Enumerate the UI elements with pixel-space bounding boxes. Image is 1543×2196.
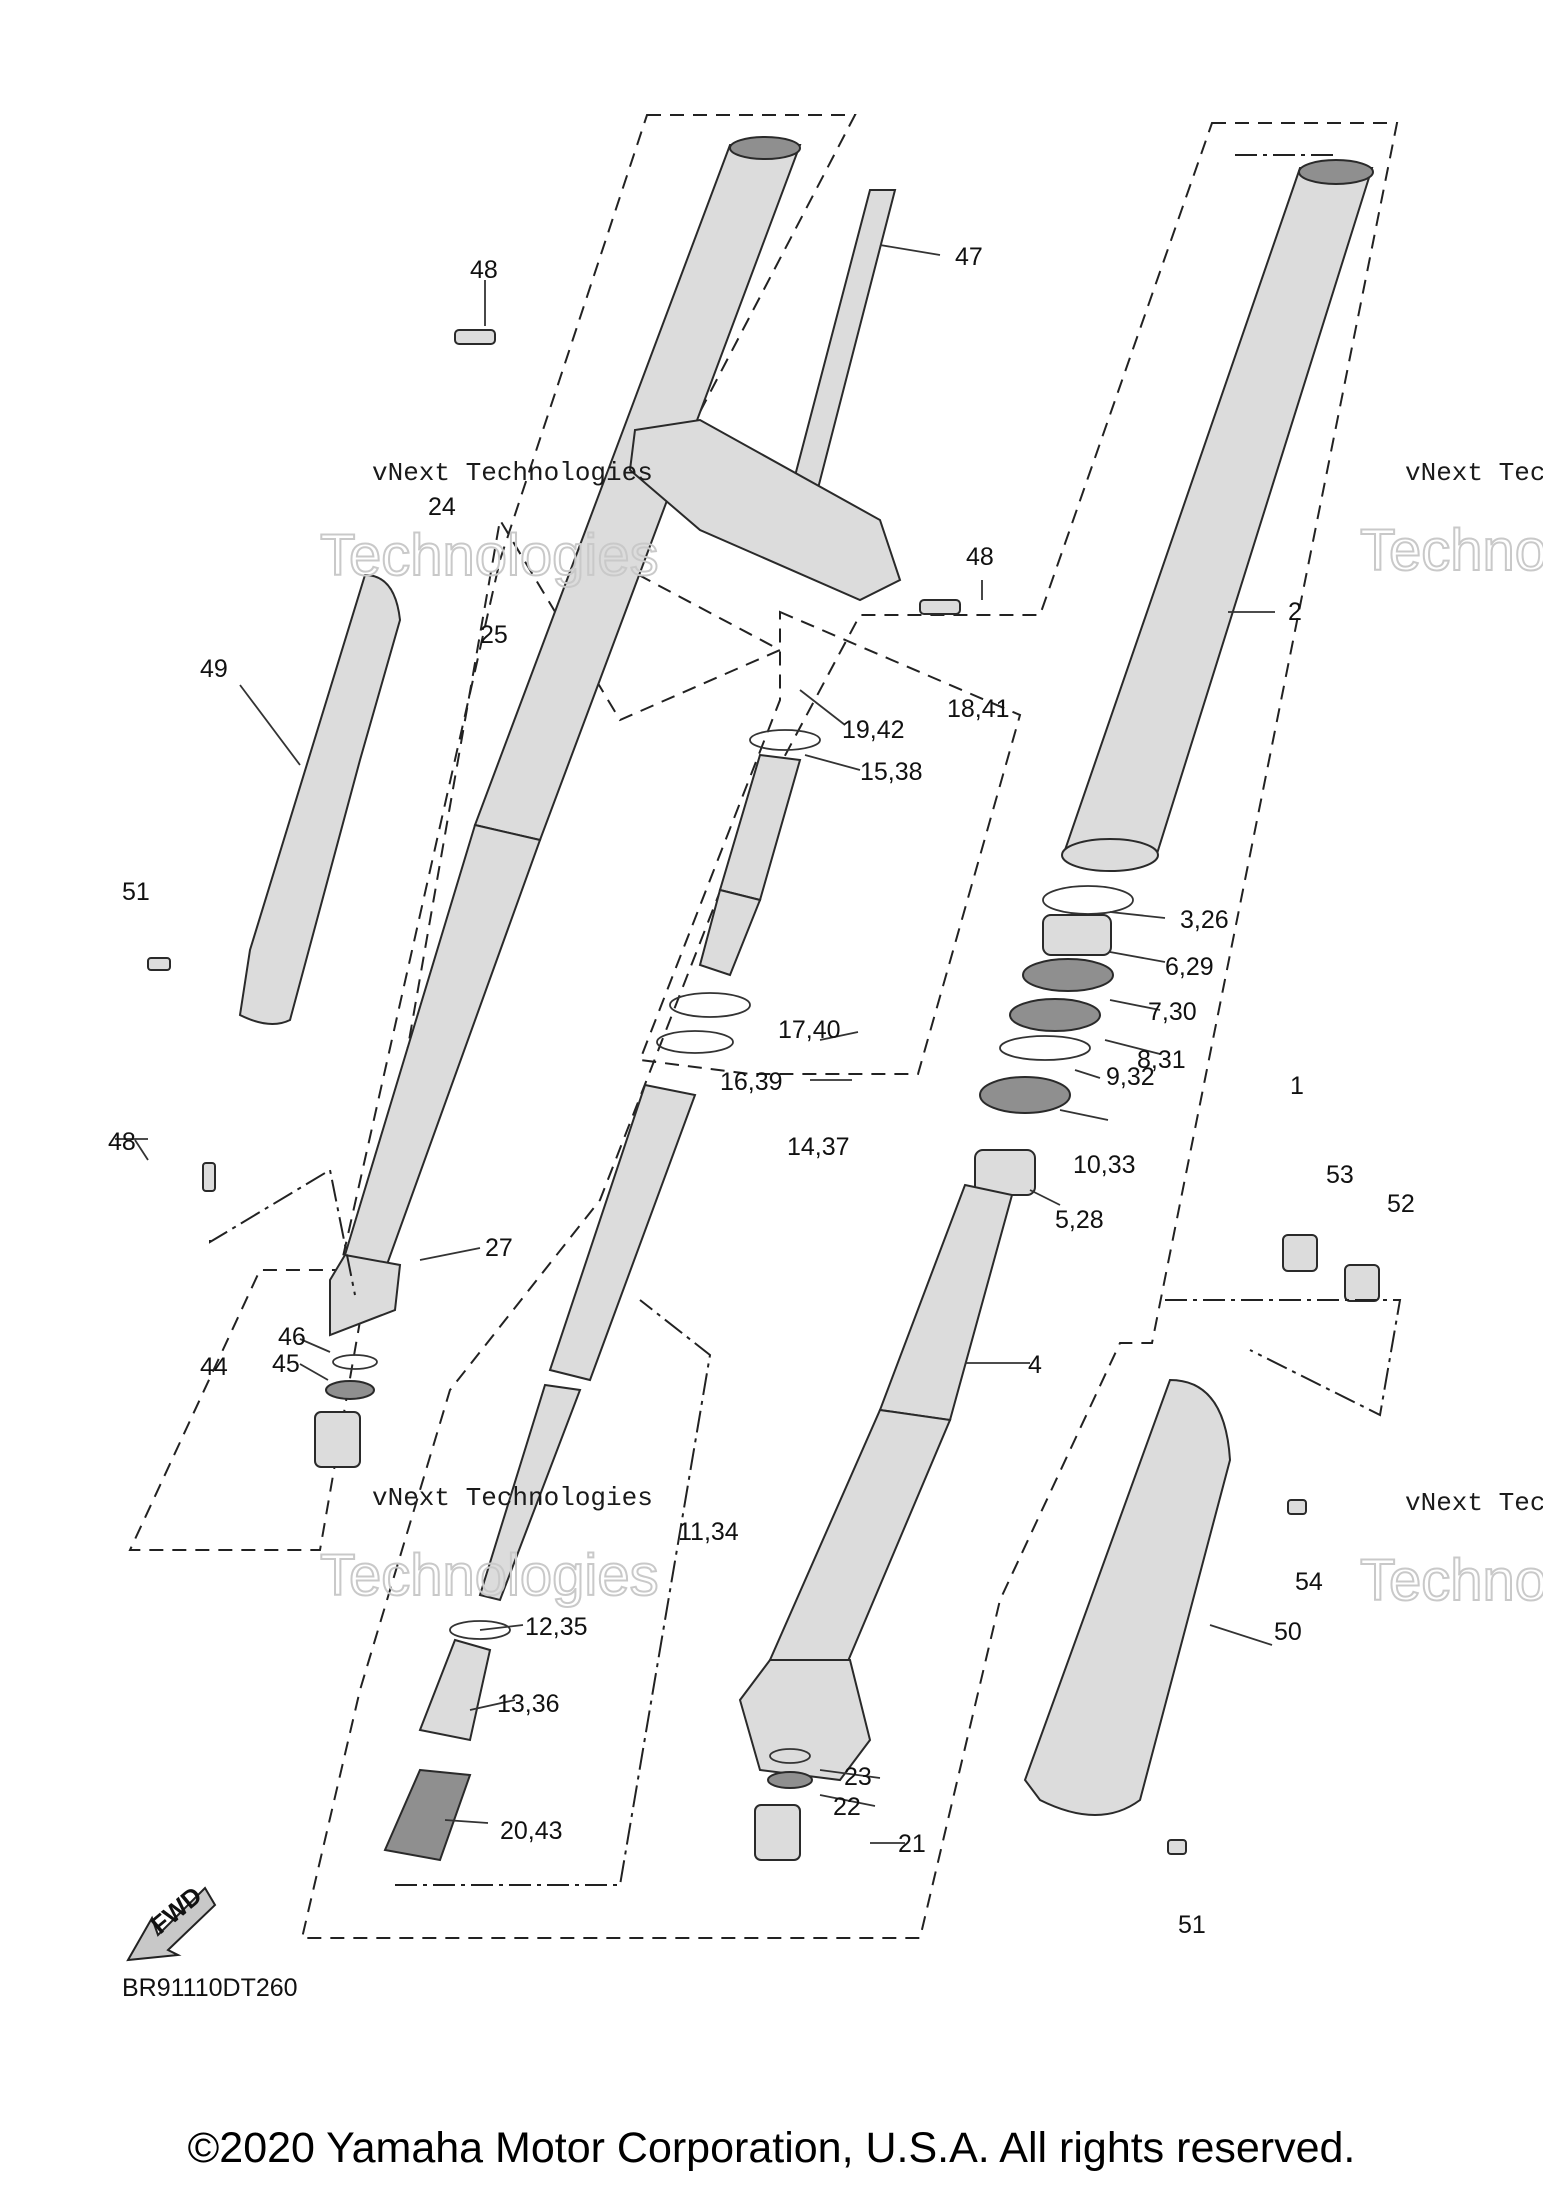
callout-3-26: 3,26 <box>1180 906 1229 934</box>
callout-7-30: 7,30 <box>1148 998 1197 1026</box>
watermark-4b: Technologies <box>1360 1548 1543 1613</box>
callout-53: 53 <box>1326 1161 1354 1189</box>
callout-17-40: 17,40 <box>778 1016 841 1044</box>
bolts <box>147 329 1307 1855</box>
assembly-outline-right <box>300 122 1399 1939</box>
callout-11-34: 11,34 <box>678 1518 739 1546</box>
callout-4: 4 <box>1028 1351 1042 1379</box>
callout-10-33: 10,33 <box>1073 1151 1136 1179</box>
watermark-1b: Technologies <box>320 523 659 588</box>
watermark-1: vNext Technologies <box>372 458 653 488</box>
callout-47: 47 <box>955 243 983 271</box>
callout-18-41: 18,41 <box>947 695 1010 723</box>
callout-5-28: 5,28 <box>1055 1206 1104 1234</box>
cartridge-assembly <box>383 729 821 1862</box>
callout-8-31: 8,31 <box>1137 1046 1186 1074</box>
watermark-3b: Technologies <box>320 1543 659 1608</box>
callout-12-35: 12,35 <box>525 1613 588 1641</box>
callout-22: 22 <box>833 1793 861 1821</box>
callout-23: 23 <box>844 1763 872 1791</box>
inner-tube-right <box>738 1183 1014 1782</box>
chain-line-d <box>1165 1299 1402 1417</box>
callout-25: 25 <box>480 621 508 649</box>
watermark-2b: Technologies <box>1360 518 1543 583</box>
copyright-notice: ©2020 Yamaha Motor Corporation, U.S.A. A… <box>187 2124 1356 2172</box>
callout-54: 54 <box>1295 1568 1323 1596</box>
callout-48-top: 48 <box>470 256 498 284</box>
callout-51-left: 51 <box>122 878 150 906</box>
watermark-4: vNext Technologies <box>1405 1488 1543 1518</box>
callout-46: 46 <box>278 1323 306 1351</box>
callout-6-29: 6,29 <box>1165 953 1214 981</box>
seal-stack <box>974 885 1134 1196</box>
callout-16-39: 16,39 <box>720 1068 783 1096</box>
callout-48-right: 48 <box>966 543 994 571</box>
callout-9-32: 9,32 <box>1106 1063 1155 1091</box>
callout-13-36: 13,36 <box>497 1690 560 1718</box>
axle-parts-left <box>314 1354 378 1468</box>
callout-51-right: 51 <box>1178 1911 1206 1939</box>
callout-2: 2 <box>1288 598 1302 626</box>
brackets <box>1282 1234 1380 1302</box>
fwd-arrow-icon: FWD <box>126 1882 217 1962</box>
callout-45: 45 <box>272 1350 300 1378</box>
callout-15-38: 15,38 <box>860 758 923 786</box>
callout-52: 52 <box>1387 1190 1415 1218</box>
callout-49: 49 <box>200 655 228 683</box>
callout-21: 21 <box>898 1830 926 1858</box>
fork-guard-left <box>238 573 402 1025</box>
outer-tube-left <box>329 136 802 1337</box>
watermark-2: vNext Technologies <box>1405 458 1543 488</box>
leader-lines <box>115 244 1275 1844</box>
callout-1: 1 <box>1290 1072 1304 1100</box>
callout-24: 24 <box>428 493 456 521</box>
chain-line-b <box>209 1168 356 1296</box>
callout-44: 44 <box>200 1353 228 1381</box>
assembly-outline-inner <box>638 610 1022 1075</box>
watermark-3: vNext Technologies <box>372 1483 653 1513</box>
callout-50: 50 <box>1274 1618 1302 1646</box>
steering-stem <box>628 189 902 602</box>
fork-guard-right <box>1023 1378 1232 1816</box>
chain-line-c <box>395 1299 712 1886</box>
callout-48-left: 48 <box>108 1128 136 1156</box>
callout-20-43: 20,43 <box>500 1817 563 1845</box>
outer-tube-right <box>1061 159 1374 872</box>
callout-14-37: 14,37 <box>787 1133 850 1161</box>
callout-27: 27 <box>485 1234 513 1262</box>
axle-parts-right <box>754 1748 813 1861</box>
diagram-code: BR91110DT260 <box>122 1974 298 2002</box>
callout-19-42: 19,42 <box>842 716 905 744</box>
